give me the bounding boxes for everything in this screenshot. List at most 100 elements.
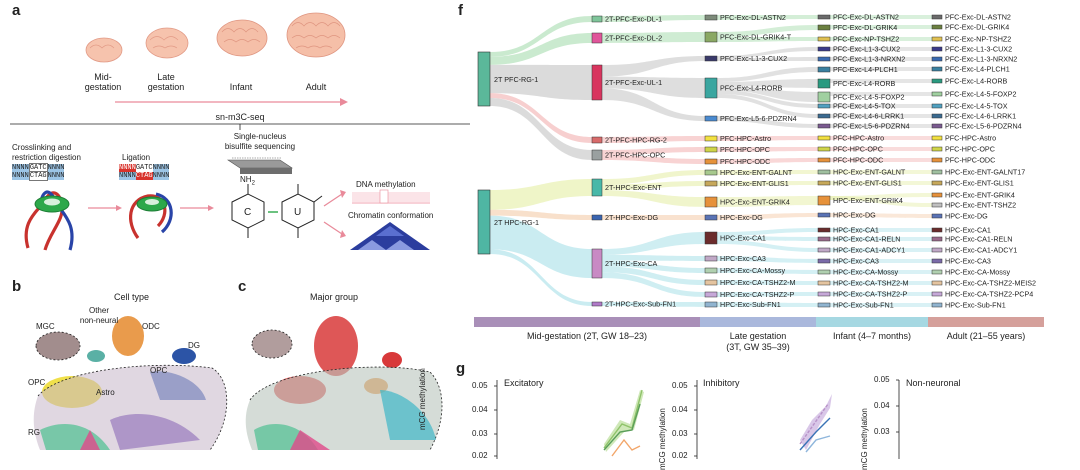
sankey-flow-c3-c4 [830,196,932,207]
sankey-col3-label: HPC-Exc-CA3 [833,257,879,266]
sankey-col2-label: PFC-HPC-ODC [720,157,770,166]
sankey-col4-node [931,46,943,52]
sankey-col4-label: PFC-Exc-L4-6-LRRK1 [945,112,1016,121]
sankey-col3-node [817,66,831,73]
sankey-flow-c1-c2 [602,302,705,307]
sankey-col1-node [591,15,603,23]
sankey-flow-c3-c4 [830,15,932,19]
sankey-col3-label: PFC-Exc-L1-3-CUX2 [833,45,900,54]
brain-label-infant: Infant [229,82,253,92]
base-u-label: U [294,207,302,218]
sankey-flow-c2-c3 [717,86,818,102]
ytick-non-3: 0.03 [874,427,890,436]
sankey-col3-node [817,236,831,242]
sankey-flow-c1-c2 [602,76,705,98]
sankey-col3-node [817,146,831,152]
sankey-col3-node [817,227,831,233]
sankey-flow-c3-c4 [830,67,932,71]
brain-label-adult: Adult [305,82,327,92]
sankey-col4-label: HPC-Exc-ENT-TSHZ2 [945,201,1016,210]
panel-b-title: Cell type [114,292,150,302]
ylabel-exc: mCG methylation [418,368,427,430]
sankey-col4-node [931,66,943,72]
sankey-flow-c3-c4 [830,248,932,252]
step-bisulfite-label: Single-nucleus bisulfite sequencing [224,132,296,151]
sankey-flow-c3-c4 [830,170,932,174]
sankey-col4-node [931,236,943,242]
sankey-flow-c3-c4 [830,104,932,108]
sankey-flow-c2-c3 [717,147,818,152]
sankey-col4-node [931,227,943,233]
sankey-flow-c1-c2 [602,272,705,297]
region-opc-right: OPC [150,366,168,375]
sankey-flow-c3-c4 [830,281,932,285]
sankey-col3-node [817,302,831,308]
panel-a-label: a [12,2,21,19]
sankey-col2-label: PFC-Exc-L4-RORB [720,84,783,93]
sankey-flow-c3-c4 [830,270,932,274]
sankey-col4-label: HPC-Exc-CA-Mossy [945,268,1010,277]
sankey-col2-node [704,31,718,43]
sankey-col1-node [591,248,603,279]
sankey-col4-label: HPC-Exc-ENT-GALNT17 [945,168,1025,177]
sankey-col4-label: PFC-HPC-OPC [945,145,995,154]
panel-b-label: b [12,278,22,295]
sankey-col3-label: PFC-HPC-ODC [833,156,883,165]
ytick-inh-2: 0.04 [672,405,688,414]
sankey-col4-label: HPC-Exc-CA1 [945,226,991,235]
sankey-flow-c2-c3 [717,47,818,59]
panel-f-label: f [458,2,463,19]
sankey-flow-c2-c3 [717,236,818,241]
sankey-col3-label: PFC-Exc-DL-ASTN2 [833,13,899,22]
sankey-col1-label: 2T-PFC-Exc-DL-1 [605,15,662,24]
sankey-flow-c2-c3 [717,228,818,236]
sankey-flow-c0-c1 [490,215,592,278]
sankey-col2-node [704,231,718,245]
sankey-col4-label: PFC-HPC-Astro [945,134,996,143]
sankey-col2-node [704,196,718,208]
base-c-label: C [244,207,252,218]
sankey-col3-label: PFC-Exc-L4-PLCH1 [833,65,898,74]
sankey-flow-c2-c3 [717,158,818,164]
sankey-col4-label: PFC-Exc-DL-GRIK4 [945,23,1009,32]
methylation-track [352,189,430,204]
sankey-flow-c1-c2 [602,170,705,185]
sankey-col4-label: HPC-Exc-CA-TSHZ2-PCP4 [945,290,1033,299]
sankey-col4-node [931,269,943,275]
sankey-flow-c3-c4 [830,92,932,96]
sankey-flow-c1-c2 [602,15,705,22]
sankey-flow-c2-c3 [717,292,818,297]
ylabel-inh: mCG methylation [658,408,667,470]
sankey-col2-label: HPC-Exc-CA-TSHZ2-P [720,290,794,299]
sankey-flow-c1-c2 [602,136,705,143]
sankey-flow-c2-c3 [717,90,818,108]
ytick-exc-3: 0.03 [472,429,488,438]
sankey-col1-node [591,149,603,161]
sankey-col2-label: PFC-Exc-L1-3-CUX2 [720,54,787,63]
sankey-root-label: 2T HPC-RG-1 [494,218,539,227]
sankey-col1-label: 2T-PFC-HPC-RG-2 [605,136,667,145]
sequencer-icon [227,157,293,174]
cytosine-structure-icon [231,184,265,238]
sankey-col4-label: PFC-Exc-DL-ASTN2 [945,13,1011,22]
sankey-col3-node [817,14,831,20]
sankey-col2-label: PFC-HPC-OPC [720,145,770,154]
sankey-col4-label: PFC-Exc-NP-TSHZ2 [945,35,1011,44]
sankey-col4-node [931,157,943,163]
sankey-col3-label: HPC-Exc-ENT-GRIK4 [833,196,903,205]
sequence-box-2: NNNNGATCNNNN NNNNCTAGNNNN [119,164,170,180]
sankey-col3-label: PFC-Exc-L5-6-PDZRN4 [833,122,910,131]
ytick-inh-3: 0.03 [672,429,688,438]
sankey-col4-label: PFC-Exc-L4-5-TOX [945,102,1008,111]
sankey-flow-c3-c4 [830,147,932,151]
sankey-col4-node [931,180,943,186]
sankey-col3-label: HPC-Exc-ENT-GLIS1 [833,179,902,188]
sankey-col1-node [591,178,603,197]
sankey-col4-node [931,91,943,97]
sankey-col3-node [817,195,831,206]
sankey-col3-label: PFC-Exc-L4-RORB [833,79,896,88]
ytick-inh-1: 0.05 [672,381,688,390]
sankey-col4-node [931,78,943,84]
sankey-col2-node [704,146,718,153]
sankey-col2-label: PFC-Exc-DL-ASTN2 [720,13,786,22]
